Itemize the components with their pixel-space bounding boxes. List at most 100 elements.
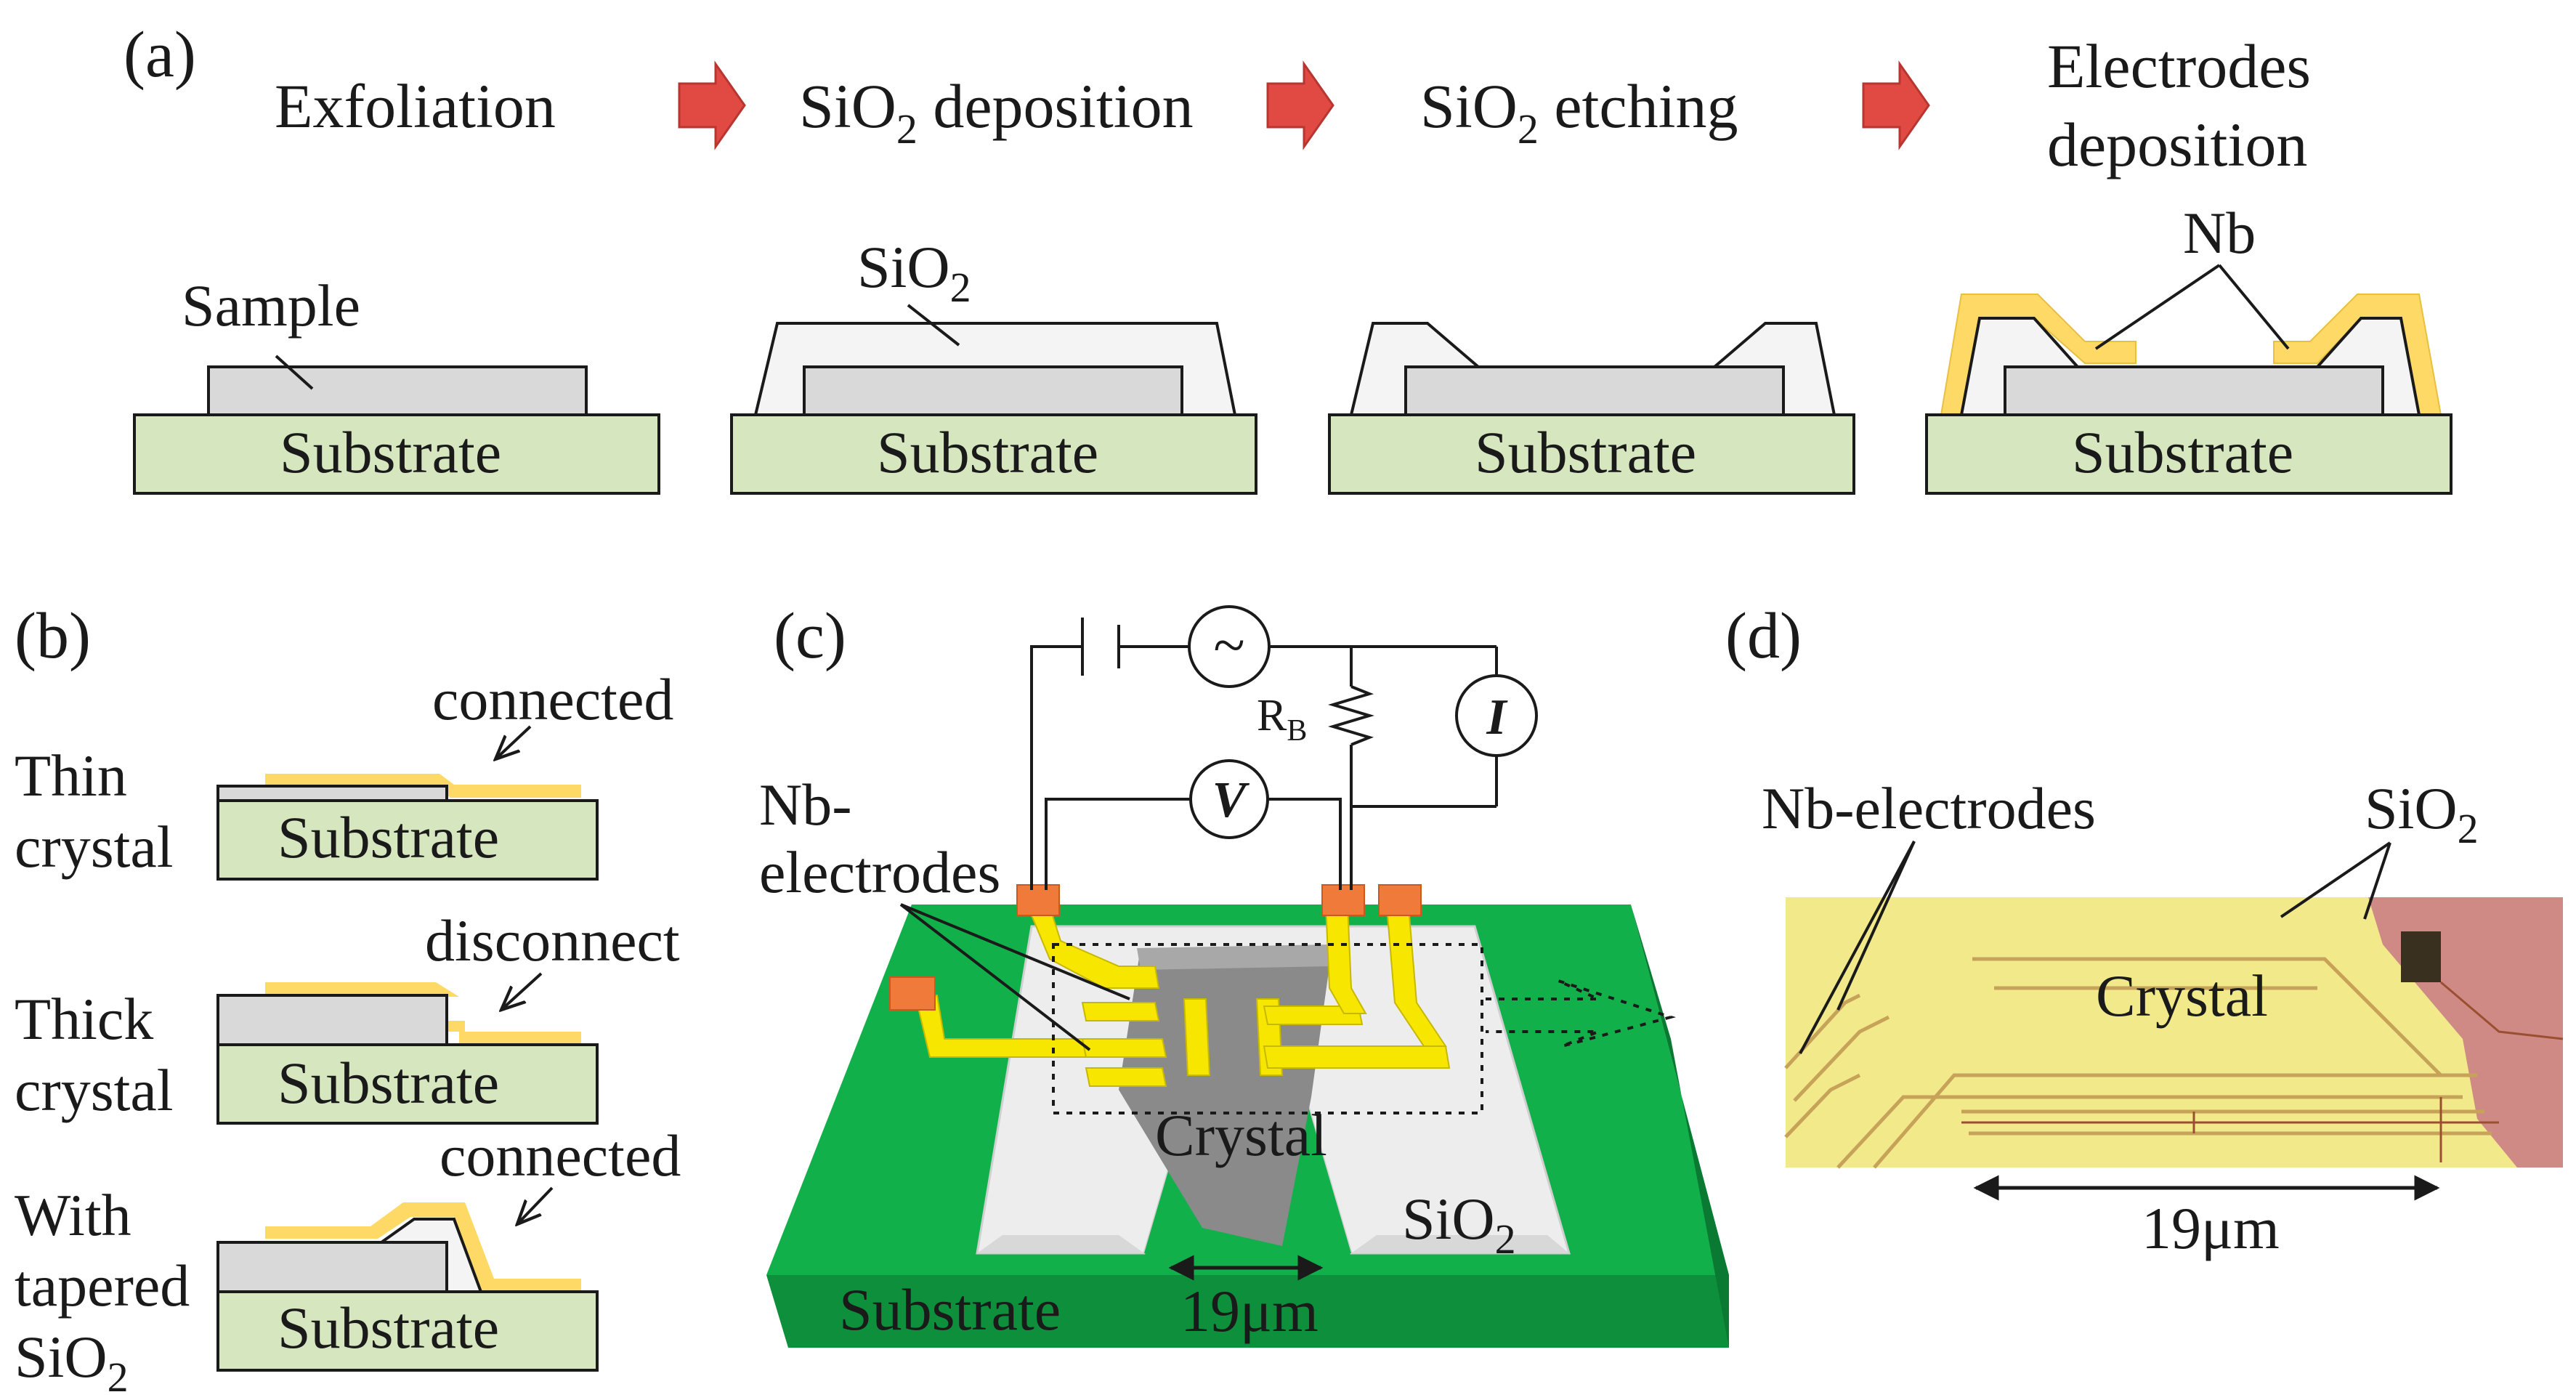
ammeter-label: I	[1486, 689, 1508, 745]
sio2-leader-line	[907, 304, 960, 347]
sample-layer	[2004, 365, 2384, 416]
case-title-line1: Thick	[15, 986, 153, 1052]
crystal-label: Crystal	[2096, 963, 2268, 1029]
nb-leader-line	[900, 903, 1130, 1000]
zoom-region-box	[1052, 943, 1483, 1114]
substrate-label: Substrate	[839, 1276, 1061, 1343]
substrate-label: Substrate	[278, 1050, 499, 1116]
crystal-top-edge	[1137, 944, 1333, 970]
electrode-film-top	[265, 982, 459, 997]
case-title-line1: With	[15, 1182, 131, 1248]
panel-label-a: (a)	[123, 19, 196, 91]
svg-text:SiO2 etching: SiO2 etching	[1420, 71, 1738, 153]
sio2-label: SiO2	[857, 234, 971, 311]
case-title-line3: SiO2	[15, 1324, 129, 1400]
ac-source-icon	[1188, 605, 1271, 688]
substrate-layer	[216, 1043, 599, 1125]
substrate-label: Substrate	[278, 804, 499, 870]
substrate-layer	[133, 413, 660, 495]
case-thick-crystal: Thick crystal Substrate disconnect	[15, 907, 680, 1125]
svg-text:SiO2: SiO2	[2365, 775, 2479, 852]
voltmeter-label: V	[1212, 772, 1250, 828]
connected-label: connected	[440, 1122, 681, 1189]
sample-label: Sample	[182, 272, 360, 339]
rb-label: RB	[1257, 691, 1307, 748]
micrograph-electrode-traces	[1784, 957, 2492, 1169]
nb-electrodes-label-line2: electrodes	[759, 839, 1000, 905]
yellow-leads	[914, 904, 1451, 1087]
contact-pad	[1378, 884, 1422, 916]
panel-label-c: (c)	[774, 600, 846, 672]
step-sio2-etching: SiO2 etching	[1420, 71, 1738, 153]
panel-label-d: (d)	[1725, 600, 1802, 672]
panel-b: (b) Thin crystal Substrate connected Thi…	[15, 600, 681, 1400]
sample-layer	[207, 365, 588, 416]
case-thin-crystal: Thin crystal Substrate connected	[15, 666, 673, 881]
diagram-sio2-deposition: Substrate SiO2	[730, 234, 1257, 495]
contact-pad	[1016, 884, 1060, 916]
measurement-circuit	[1030, 618, 1498, 890]
nb-label: Nb	[2183, 200, 2256, 266]
micrograph-dark-patch	[2401, 931, 2441, 982]
substrate-label: Substrate	[280, 419, 501, 485]
svg-text:SiO2: SiO2	[857, 234, 971, 311]
sio2-leader-line	[2363, 842, 2391, 920]
ac-source-symbol: ~	[1213, 614, 1244, 678]
process-arrow-icon	[678, 60, 746, 150]
micrograph-edge-lines	[1961, 981, 2564, 1162]
scale-label: 19μm	[2142, 1195, 2280, 1261]
nb-leader-line	[899, 903, 1091, 1051]
nb-leader-line	[1836, 841, 1916, 1011]
substrate-label: Substrate	[2072, 419, 2293, 485]
sample-leader-line	[275, 355, 314, 390]
process-arrow-icon	[1862, 60, 1930, 150]
substrate-label: Substrate	[278, 1295, 499, 1361]
frame-bevel-right	[1351, 1235, 1569, 1253]
nb-leader-line	[2094, 264, 2221, 350]
frame-bevel-left	[977, 1235, 1144, 1253]
svg-text:RB: RB	[1257, 691, 1307, 748]
substrate-layer	[1328, 413, 1855, 495]
case-title-line2: crystal	[15, 1057, 174, 1123]
case-tapered-sio2: With tapered SiO2 Substrate connected	[15, 1122, 681, 1400]
substrate-label: Substrate	[877, 419, 1098, 485]
step-sio2-deposition: SiO2 deposition	[799, 71, 1194, 153]
scale-label: 19μm	[1180, 1278, 1319, 1344]
sio2-label-d: SiO2	[2365, 775, 2479, 852]
connected-label: connected	[432, 666, 673, 732]
panel-a: (a) Exfoliation SiO2 deposition SiO2 etc…	[123, 19, 2453, 495]
substrate-layer	[730, 413, 1257, 495]
diagram-electrodes: Substrate Nb	[1925, 200, 2453, 495]
electrode-stub	[447, 1021, 465, 1032]
pointer-arrow-icon	[501, 972, 543, 1010]
diagram-sio2-etching: Substrate	[1328, 322, 1855, 495]
sample-layer	[1404, 365, 1785, 416]
electrode-film	[265, 1202, 581, 1292]
step-exfoliation: Exfoliation	[275, 71, 556, 141]
zoom-projection-arrow	[1486, 979, 1677, 1048]
panel-c: (c)	[759, 600, 1729, 1348]
case-title-line1: Thin	[15, 743, 127, 809]
case-title-line2: crystal	[15, 814, 174, 880]
panel-d: (d) Crystal Nb-electrodes SiO2	[1725, 600, 2564, 1261]
sio2-label-c: SiO2	[1402, 1186, 1516, 1263]
electrode-film-bottom	[459, 1032, 581, 1045]
step-electrodes-line2: deposition	[2047, 110, 2307, 179]
crystal-layer	[216, 785, 448, 802]
substrate-label: Substrate	[1475, 419, 1696, 485]
substrate-layer	[1925, 413, 2453, 495]
svg-text:SiO2 deposition: SiO2 deposition	[799, 71, 1194, 153]
panel-label-b: (b)	[15, 600, 91, 672]
crystal-layer	[216, 994, 448, 1046]
svg-text:SiO2: SiO2	[1402, 1186, 1516, 1263]
nb-leader-line	[1799, 841, 1916, 1054]
nb-electrodes-label-line1: Nb-	[759, 772, 852, 838]
green-substrate-front	[766, 1275, 1729, 1348]
process-arrow-icon	[1266, 60, 1334, 150]
disconnect-label: disconnect	[425, 907, 680, 974]
sample-layer	[803, 365, 1183, 416]
voltmeter-icon	[1189, 759, 1269, 839]
substrate-layer	[216, 1290, 599, 1372]
pointer-arrow-icon	[517, 1186, 554, 1224]
